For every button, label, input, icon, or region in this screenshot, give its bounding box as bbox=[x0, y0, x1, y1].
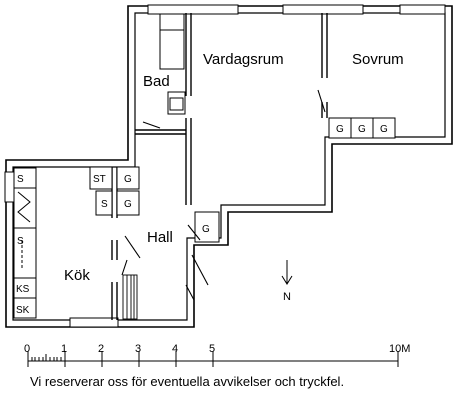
scale-tick-1: 1 bbox=[61, 343, 67, 355]
scale-bar bbox=[27, 351, 399, 367]
sovrum-wardrobes bbox=[328, 117, 396, 139]
washbasin bbox=[167, 91, 186, 115]
fixture-label-g-hall-2: G bbox=[124, 199, 132, 210]
bathtub bbox=[159, 13, 185, 70]
scale-tick-3: 3 bbox=[135, 343, 141, 355]
kok-stairs bbox=[122, 274, 138, 320]
kitchen-counter bbox=[13, 167, 37, 319]
bad-fixtures bbox=[159, 13, 186, 115]
window-bottom-kok bbox=[69, 317, 119, 328]
fixture-label-g-hall-3: G bbox=[202, 224, 210, 235]
north-arrow-icon bbox=[281, 260, 293, 285]
outer-wall-outline bbox=[5, 5, 453, 328]
scale-tick-4: 4 bbox=[172, 343, 178, 355]
window-top-1 bbox=[147, 4, 239, 15]
scale-tick-2: 2 bbox=[98, 343, 104, 355]
fixture-label-s-kok-2: S bbox=[17, 236, 24, 247]
north-label: N bbox=[283, 291, 291, 303]
room-label-sovrum: Sovrum bbox=[352, 51, 404, 68]
fixture-label-g-hall-1: G bbox=[124, 174, 132, 185]
scale-tick-5: 5 bbox=[209, 343, 215, 355]
scale-tick-0: 0 bbox=[24, 343, 30, 355]
fixture-label-g-sovrum-1: G bbox=[336, 124, 344, 135]
fixture-label-s-hall: S bbox=[101, 199, 108, 210]
hall-cabinets bbox=[89, 166, 220, 243]
room-label-vardagsrum: Vardagsrum bbox=[203, 51, 284, 68]
room-label-hall: Hall bbox=[147, 229, 173, 246]
window-top-2 bbox=[282, 4, 364, 15]
fixture-label-g-sovrum-2: G bbox=[358, 124, 366, 135]
disclaimer-text: Vi reserverar oss för eventuella avvikel… bbox=[30, 374, 344, 389]
room-label-kok: Kök bbox=[64, 267, 90, 284]
scale-tick-10m: 10M bbox=[389, 343, 410, 355]
window-left-kok bbox=[4, 171, 15, 203]
fixture-label-st: ST bbox=[93, 174, 106, 185]
fixture-label-g-sovrum-3: G bbox=[380, 124, 388, 135]
toilet bbox=[169, 97, 184, 111]
fixture-label-ks: KS bbox=[16, 284, 30, 295]
room-label-bad: Bad bbox=[143, 73, 170, 90]
fixture-label-sk: SK bbox=[16, 305, 30, 316]
doors bbox=[121, 89, 326, 301]
inner-wall-outline bbox=[12, 12, 446, 321]
outer-walls bbox=[5, 5, 453, 328]
window-top-3 bbox=[399, 4, 446, 15]
windows bbox=[4, 4, 446, 328]
fixture-label-s-kok-1: S bbox=[17, 174, 24, 185]
